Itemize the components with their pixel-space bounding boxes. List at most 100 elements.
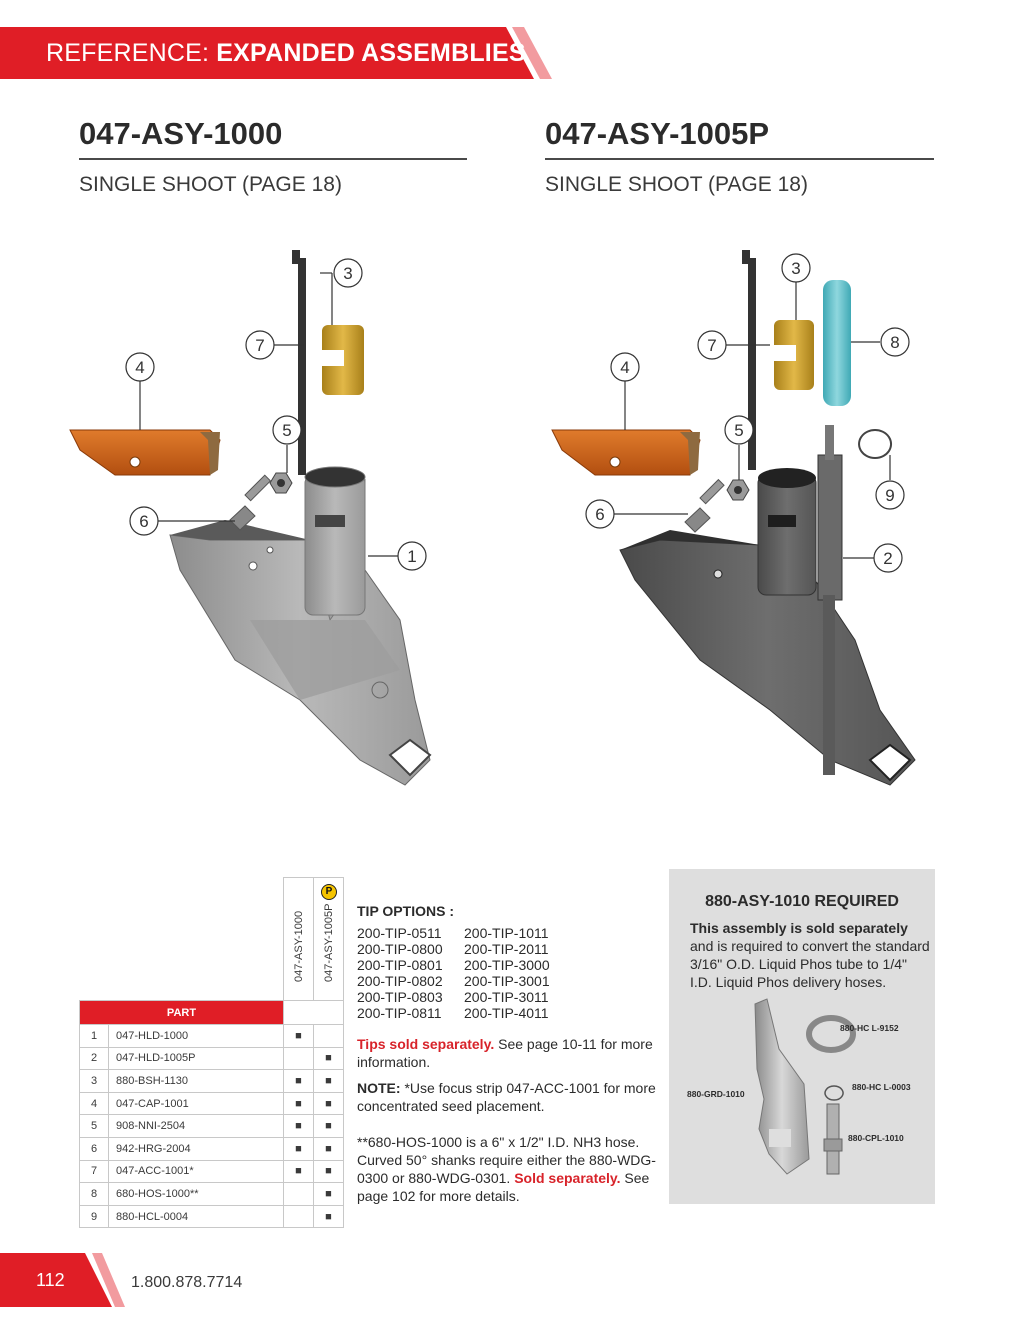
cell-num: 1: [79, 1024, 109, 1048]
cell-b: ■: [313, 1114, 344, 1138]
cell-num: 8: [79, 1182, 109, 1206]
required-text: This assembly is sold separately and is …: [690, 920, 930, 990]
callout-8: 8: [890, 333, 899, 352]
cell-num: 2: [79, 1046, 109, 1071]
label-hcl-9152: 880-HC L-9152: [840, 1023, 899, 1033]
cell-part: 680-HOS-1000**: [108, 1182, 284, 1206]
cap: [69, 429, 221, 476]
hose-note: **680-HOS-1000 is a 6" x 1/2" I.D. NH3 h…: [357, 1134, 656, 1204]
cell-num: 6: [79, 1136, 109, 1161]
focus-strip: [742, 250, 756, 470]
tip-item: 200-TIP-1011: [464, 925, 549, 941]
tip-item: 200-TIP-0802: [357, 973, 443, 989]
hose-clamp: [858, 429, 893, 459]
label-cpl-1010: 880-CPL-1010: [848, 1133, 904, 1143]
tip-item: 200-TIP-3000: [464, 957, 550, 973]
right-part-number: 047-ASY-1005P: [545, 116, 770, 151]
cell-part: 047-HLD-1000: [108, 1024, 284, 1048]
tip-item: 200-TIP-0801: [357, 957, 443, 973]
cell-a: ■: [283, 1136, 314, 1161]
p-badge-icon: P: [321, 884, 337, 900]
tip-item: 200-TIP-0803: [357, 989, 443, 1005]
cell-num: 7: [79, 1159, 109, 1184]
right-assembly-diagram: 3 7 8 4 5 6 2 9: [551, 250, 916, 786]
callout-7: 7: [255, 336, 264, 355]
tip-item: 200-TIP-4011: [464, 1005, 549, 1021]
callout-5: 5: [282, 421, 291, 440]
cell-b: [313, 1024, 344, 1048]
cap: [551, 429, 701, 476]
callout-4: 4: [620, 358, 629, 377]
cell-part: 908-NNI-2504: [108, 1114, 284, 1138]
header-main: EXPANDED ASSEMBLIES: [216, 39, 526, 67]
cell-part: 880-BSH-1130: [108, 1069, 284, 1093]
callout-5: 5: [734, 421, 743, 440]
col-header-part: PART: [79, 1000, 284, 1025]
cell-b: ■: [313, 1069, 344, 1093]
tip-item: 200-TIP-2011: [464, 941, 549, 957]
header-title: REFERENCE: EXPANDED ASSEMBLIES: [46, 39, 526, 68]
tip-item: 200-TIP-3011: [464, 989, 549, 1005]
callout-1: 1: [407, 547, 416, 566]
hose-clamp-small: [824, 1085, 844, 1101]
callout-6: 6: [595, 505, 604, 524]
left-assembly-diagram: 3 7 4 5 6 1: [69, 250, 432, 786]
callout-6: 6: [139, 512, 148, 531]
col-header-asy-1000: 047-ASY-1000: [283, 877, 314, 1001]
label-grd-1010: 880-GRD-1010: [687, 1089, 745, 1099]
label-hcl-0003: 880-HC L-0003: [852, 1082, 911, 1092]
cell-part: 047-ACC-1001*: [108, 1159, 284, 1184]
cell-a: ■: [283, 1024, 314, 1048]
callout-9: 9: [885, 486, 894, 505]
tip-item: 200-TIP-0511: [357, 925, 442, 941]
footer-page-tab: [0, 1253, 125, 1307]
left-rule: [79, 158, 467, 160]
cell-num: 4: [79, 1091, 109, 1116]
cell-b: ■: [313, 1136, 344, 1161]
tip-options-heading: TIP OPTIONS :: [357, 903, 454, 919]
bolt: [684, 507, 711, 533]
right-subtitle: SINGLE SHOOT (PAGE 18): [545, 173, 808, 196]
cell-a: ■: [283, 1114, 314, 1138]
left-part-number: 047-ASY-1000: [79, 116, 283, 151]
callout-2: 2: [883, 549, 892, 568]
cell-b: ■: [313, 1091, 344, 1116]
phone-number: 1.800.878.7714: [131, 1274, 243, 1291]
guard-plate: [754, 998, 810, 1175]
cell-num: 9: [79, 1204, 109, 1229]
required-assembly-image: [754, 998, 856, 1175]
cell-b: ■: [313, 1182, 344, 1206]
required-title: 880-ASY-1010 REQUIRED: [705, 893, 899, 910]
cell-a: [283, 1046, 314, 1071]
page-number: 112: [36, 1270, 65, 1290]
cell-b: ■: [313, 1204, 344, 1229]
cell-num: 3: [79, 1069, 109, 1093]
cell-part: 047-CAP-1001: [108, 1091, 284, 1116]
hose-clamp-large: [806, 1015, 856, 1053]
tips-sold-note: Tips sold separately. See page 10-11 for…: [357, 1036, 653, 1070]
callout-7: 7: [707, 336, 716, 355]
cell-part: 880-HCL-0004: [108, 1204, 284, 1229]
right-rule: [545, 158, 934, 160]
col-header-asy-1005p: P 047-ASY-1005P: [313, 877, 344, 1001]
cell-a: ■: [283, 1091, 314, 1116]
callout-4: 4: [135, 358, 144, 377]
cell-a: [283, 1204, 314, 1229]
cell-a: [283, 1182, 314, 1206]
left-subtitle: SINGLE SHOOT (PAGE 18): [79, 173, 342, 196]
focus-strip-note: NOTE: *Use focus strip 047-ACC-1001 for …: [357, 1080, 656, 1114]
header-prefix: REFERENCE:: [46, 39, 210, 67]
